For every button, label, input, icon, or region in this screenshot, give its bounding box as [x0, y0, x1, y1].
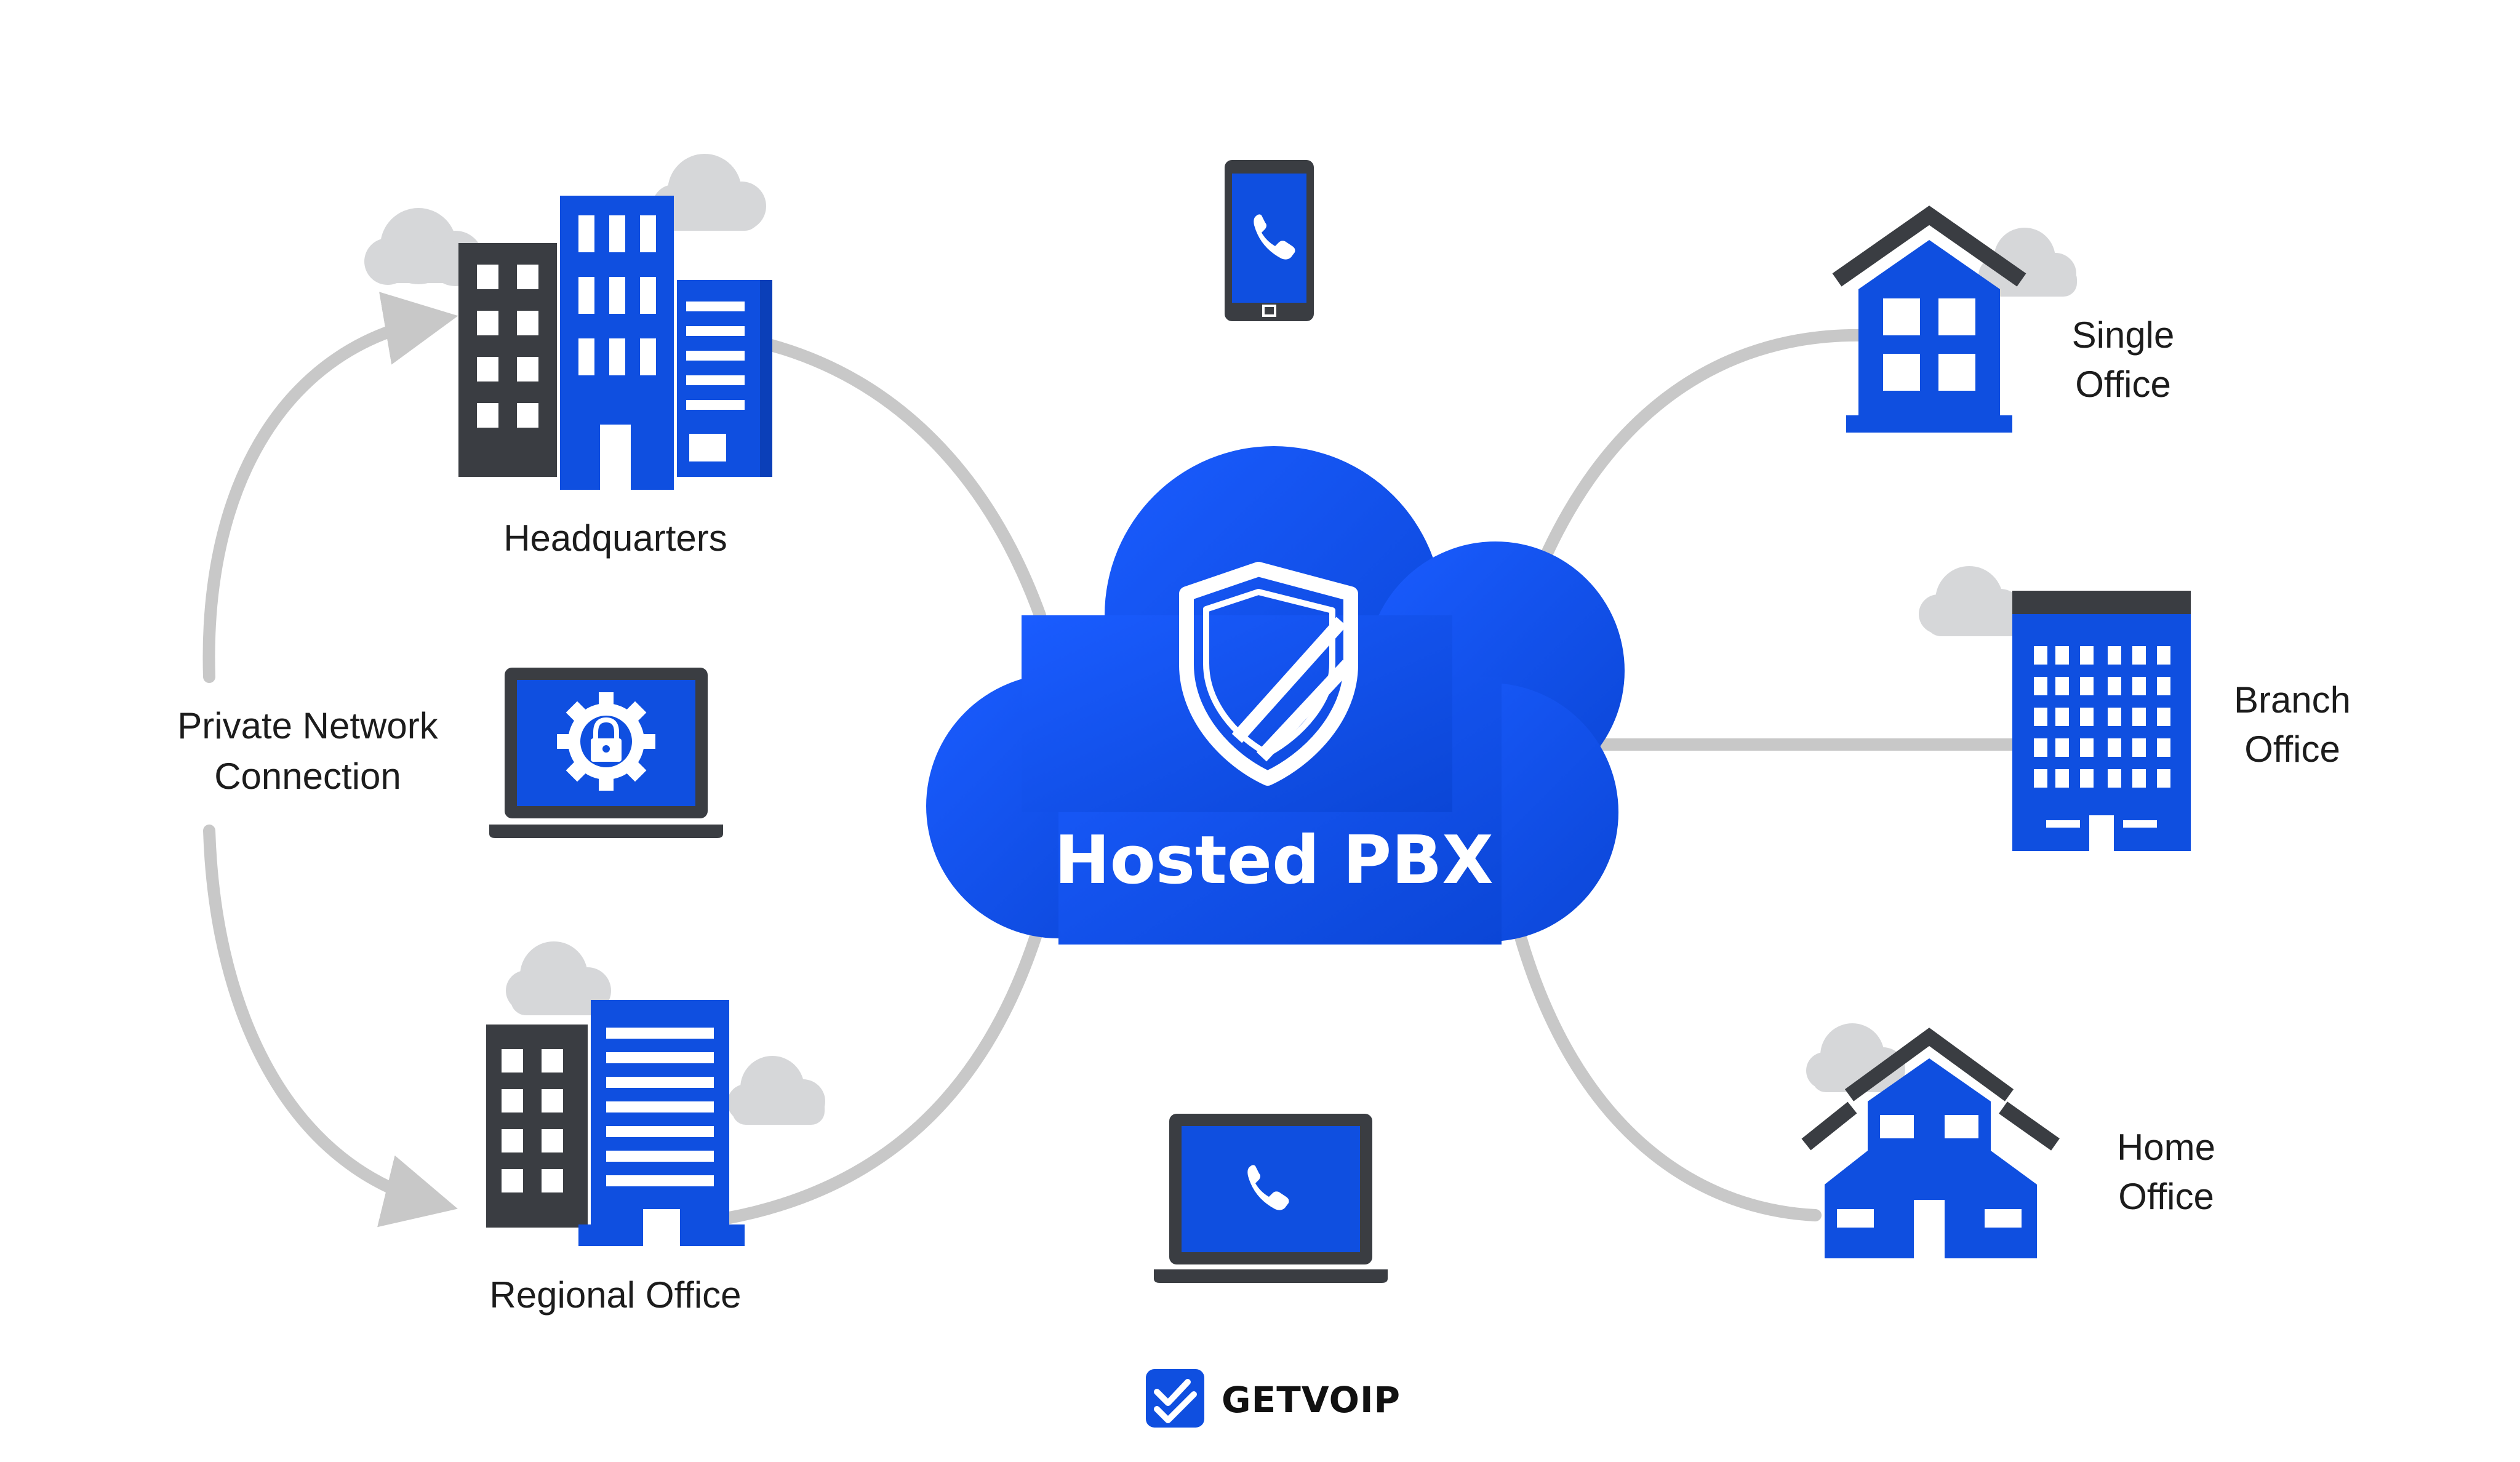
connector-headquarters [751, 335, 1046, 621]
getvoip-logo: GETVOIP [1146, 1369, 1401, 1428]
private-network-label-line2: Connection [214, 756, 401, 797]
connector-home-office [1514, 929, 1822, 1221]
secure-laptop-icon [489, 668, 723, 838]
arrow-private-network-down [203, 825, 458, 1228]
phone-handset-icon [1247, 1165, 1289, 1210]
cloud-icon [1919, 566, 2025, 636]
phone-handset-icon [1254, 214, 1295, 260]
connector-single-office [1514, 329, 1871, 628]
branch-office-building-icon [1919, 566, 2191, 851]
center-title: Hosted PBX [1054, 822, 1493, 899]
home-office-house-icon [1801, 1023, 2060, 1258]
connector-regional-office [720, 917, 1046, 1224]
arrow-private-network-up [202, 292, 458, 683]
headquarters-label: Headquarters [503, 517, 727, 559]
smartphone-icon [1225, 160, 1314, 321]
home-office-label-line2: Office [2118, 1176, 2214, 1217]
branch-office-label-line2: Office [2244, 729, 2340, 770]
single-office-label-line2: Office [2075, 364, 2171, 405]
brand-name: GETVOIP [1222, 1379, 1401, 1421]
home-office-label-line1: Home [2117, 1127, 2215, 1168]
private-network-label-line1: Private Network [177, 705, 438, 746]
branch-office-label-line1: Branch [2234, 679, 2351, 721]
gear-lock-icon [557, 692, 655, 791]
single-office-house-icon [1832, 206, 2077, 433]
headquarters-building-icon [364, 154, 772, 490]
cloud-icon [727, 1056, 825, 1125]
laptop-phone-icon [1154, 1114, 1388, 1283]
connectors [202, 292, 2018, 1228]
regional-office-building-icon [486, 941, 825, 1246]
regional-office-label: Regional Office [489, 1274, 741, 1316]
hosted-pbx-cloud: Hosted PBX [926, 446, 1625, 945]
cloud-icon [652, 154, 766, 231]
single-office-label-line1: Single [2072, 314, 2175, 356]
shield-icon [1179, 562, 1358, 786]
